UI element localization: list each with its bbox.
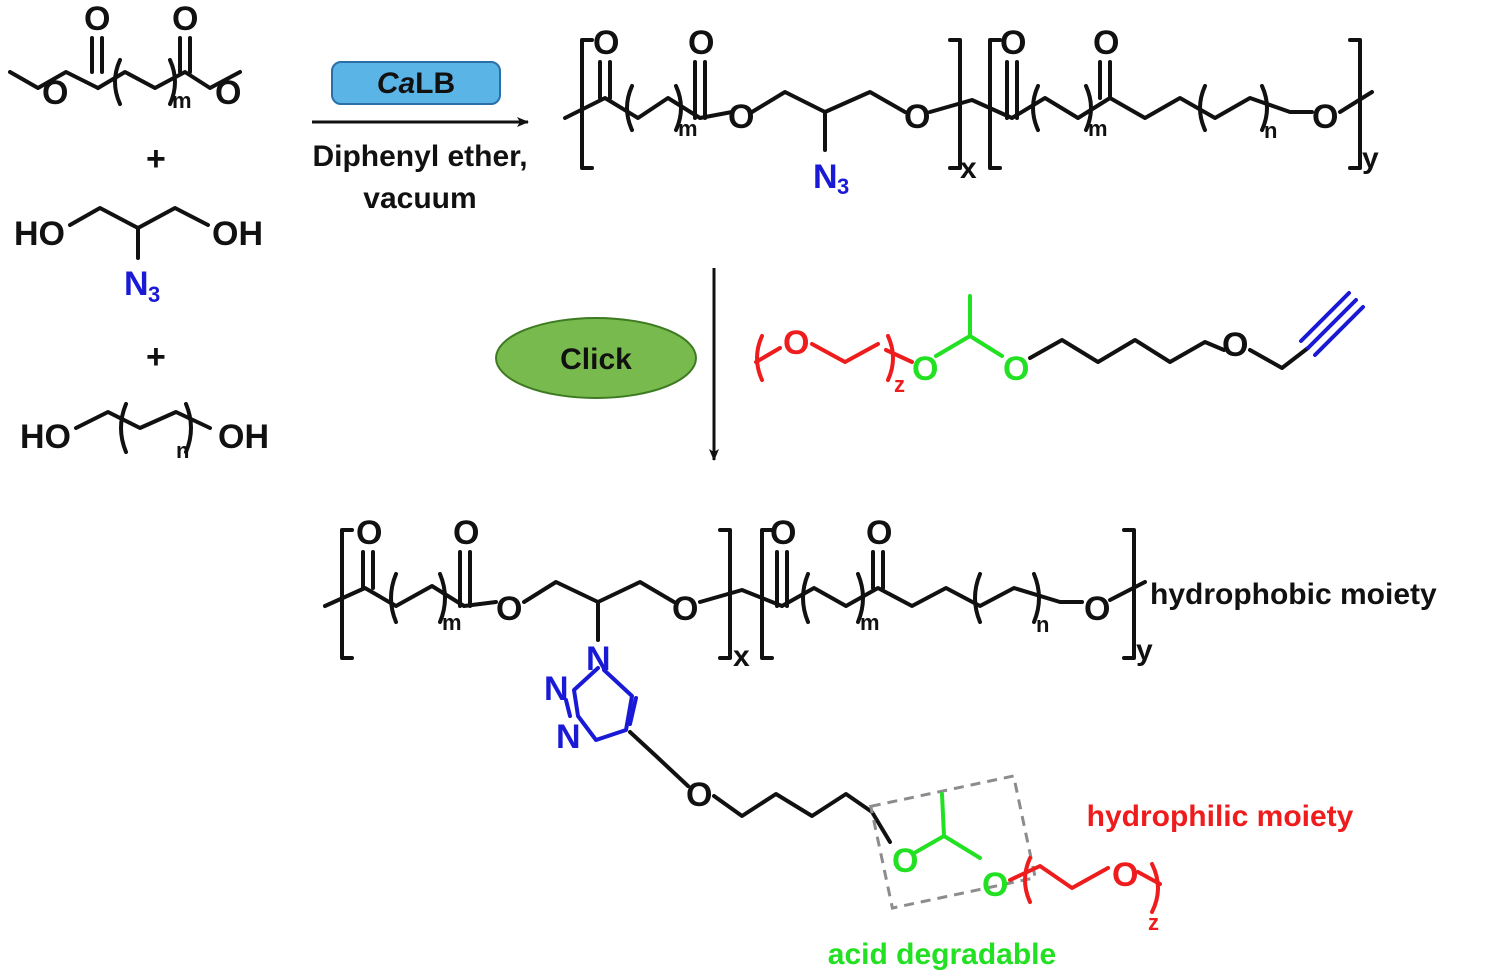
alkanediol-ho: HO [20,418,71,456]
poly-ester-o-1: O [728,98,754,136]
azido-copolyester: O O O O O O O N 3 m m n x y [563,24,1379,199]
triazole-n-3: N [556,718,581,756]
product-bracket-x-open [340,528,354,660]
bracket-y-close [1348,38,1362,170]
step1-condition-vacuum: vacuum [363,182,476,215]
acetal-o-1: O [912,350,938,388]
poly-y-subscript: y [1362,142,1379,175]
triazole-n-1: N [586,640,611,678]
plus-sign-1: + [146,140,166,178]
product-ester-o-2: O [672,590,698,628]
plus-sign-2: + [146,338,166,376]
step1-condition-solvent: Diphenyl ether, [312,140,527,173]
poly-x-subscript: x [960,152,977,185]
click-ellipse [495,317,697,399]
product-acetal-o-2: O [982,866,1008,904]
diol-azide-n: N [124,265,149,303]
peg-o: O [783,324,809,362]
product-acetal-o-1: O [892,842,918,880]
product-carbonyl-o-3: O [770,514,796,552]
bracket-y-open [988,38,1002,170]
product-carbonyl-o-2: O [453,514,479,552]
product-copolymer: O O O O O O O m m n x y hydrophobic moie… [323,514,1437,971]
poly-ester-o-2: O [904,98,930,136]
peg-z-subscript: z [894,372,905,397]
reagent-azido-diol: HO OH N 3 [14,206,263,307]
product-carbonyl-o-4: O [866,514,892,552]
product-carbonyl-o-1: O [356,514,382,552]
propargyl-ether-o: O [1222,326,1248,364]
hydrophobic-moiety-label: hydrophobic moiety [1150,578,1437,611]
alkanediol-oh: OH [218,418,269,456]
hydrophilic-moiety-label: hydrophilic moiety [1087,800,1354,833]
diester-ester-o-2: O [215,74,241,112]
acetal-o-2: O [1003,350,1029,388]
product-peg-o: O [1112,856,1138,894]
poly-azide-n: N [813,158,838,196]
reagent-diester: O O O O m [8,0,242,113]
diester-bonds-2 [96,70,242,90]
product-m-subscript-2: m [860,610,880,635]
step1-reaction-arrow: CaLB Diphenyl ether, vacuum [312,61,529,215]
poly-carbonyl-o-2: O [688,24,714,62]
product-m-subscript-1: m [442,610,462,635]
diester-m-subscript: m [172,88,192,113]
poly-azide-subscript: 3 [837,174,849,199]
diester-carbonyl-o-2: O [172,0,198,38]
diester-ester-o-1: O [42,74,68,112]
diol-azide-subscript: 3 [148,282,160,307]
alkanediol-n-subscript: n [176,438,189,463]
product-ester-o-3: O [1084,590,1110,628]
product-bracket-y-close [1122,528,1136,660]
click-label: Click [560,343,632,376]
poly-m-subscript-2: m [1088,116,1108,141]
product-y-subscript: y [1136,634,1153,667]
diester-carbonyl-o-1: O [84,0,110,38]
reagent-alkane-diol: HO OH n [20,402,269,463]
diol-oh-right: OH [212,215,263,253]
product-z-subscript: z [1148,910,1159,935]
bracket-x-open [580,38,594,170]
calb-badge [331,61,501,105]
acid-degradable-label: acid degradable [828,938,1056,971]
poly-m-subscript-1: m [678,116,698,141]
product-ester-o-1: O [496,590,522,628]
triazole-n-2: N [544,670,569,708]
diol-ho-left: HO [14,215,65,253]
product-x-subscript: x [733,640,750,673]
step2-click-arrow: Click [495,268,719,461]
poly-n-subscript: n [1264,118,1277,143]
linker-ether-o: O [686,776,712,814]
poly-carbonyl-o-1: O [593,24,619,62]
product-n-subscript: n [1036,612,1049,637]
acid-degradable-box [869,774,1037,910]
poly-ester-o-3: O [1312,98,1338,136]
calb-label: CaLB [377,67,455,100]
product-bracket-y-open [760,528,774,660]
alkyne-peg-reagent: O z O O O [754,291,1365,397]
poly-carbonyl-o-4: O [1093,24,1119,62]
poly-carbonyl-o-3: O [1000,24,1026,62]
diester-bonds [8,70,100,90]
